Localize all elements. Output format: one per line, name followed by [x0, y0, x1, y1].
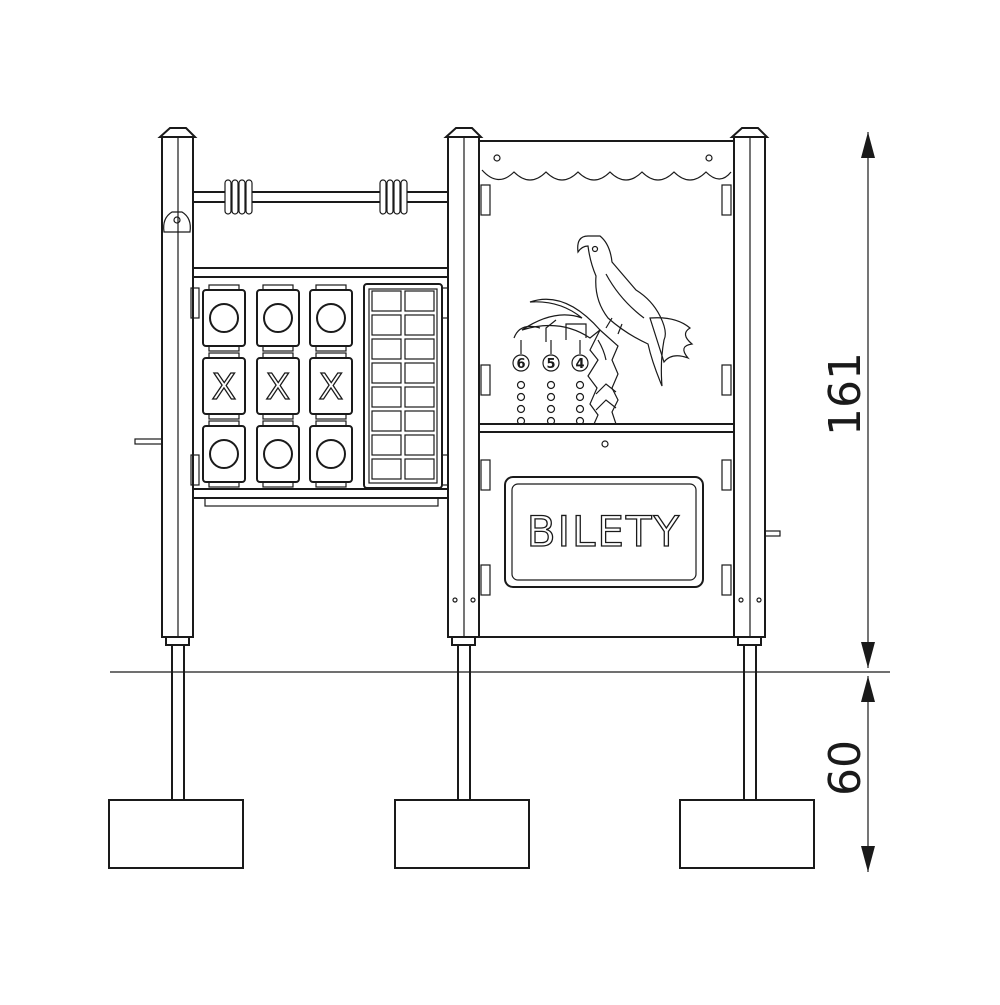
abacus-column: 5: [542, 340, 560, 426]
palm-tree-illustration: [521, 298, 619, 425]
tile-body: [202, 289, 246, 347]
tile-body: [309, 289, 353, 347]
abacus-label-circle: [542, 354, 560, 372]
tile-circle-mark: [316, 439, 346, 469]
tic-tac-toe-tile[interactable]: [256, 284, 300, 352]
abacus-column: 4: [571, 340, 589, 426]
left-post: [108, 127, 244, 869]
score-cell: [404, 314, 435, 336]
abacus-bead[interactable]: [546, 416, 556, 426]
abacus-bead[interactable]: [575, 380, 585, 390]
tile-circle-mark: [263, 439, 293, 469]
dimension-161-label: 161: [820, 352, 871, 436]
tic-tac-toe-tile[interactable]: [202, 420, 246, 488]
abacus-bead[interactable]: [516, 380, 526, 390]
abacus-bead[interactable]: [546, 404, 556, 414]
tic-tac-toe-tile[interactable]: [202, 284, 246, 352]
tile-cross-mark: X: [212, 367, 237, 408]
tile-cross-mark: X: [319, 367, 344, 408]
tile-circle-mark: [209, 439, 239, 469]
tile-body: [256, 357, 300, 415]
tic-tac-toe-tile[interactable]: X: [309, 352, 353, 420]
score-cell: [404, 362, 435, 384]
score-cell: [404, 386, 435, 408]
dimension-60-label: 60: [820, 740, 871, 796]
score-cell: [371, 434, 402, 456]
score-cell: [404, 410, 435, 432]
spinner-right: [379, 179, 408, 215]
score-cell: [371, 314, 402, 336]
tile-body: [256, 289, 300, 347]
tile-circle-mark: [316, 303, 346, 333]
abacus-bead[interactable]: [546, 380, 556, 390]
tile-body: [202, 357, 246, 415]
tic-tac-toe-tile[interactable]: [309, 420, 353, 488]
abacus-bead[interactable]: [546, 392, 556, 402]
score-cell: [371, 386, 402, 408]
score-cell: [404, 458, 435, 480]
abacus-bead[interactable]: [516, 404, 526, 414]
parrot-illustration: [577, 235, 694, 387]
spinner-left: [224, 179, 253, 215]
tile-body: [202, 425, 246, 483]
abacus-bead[interactable]: [516, 392, 526, 402]
scalloped-awning: [481, 169, 732, 181]
tile-body: [309, 425, 353, 483]
score-grid: [363, 283, 443, 489]
right-post: [679, 127, 815, 869]
score-cell: [404, 338, 435, 360]
tic-tac-toe-tile[interactable]: [256, 420, 300, 488]
tile-body: [309, 357, 353, 415]
abacus-label-circle: [512, 354, 530, 372]
ticket-sign: BILETY: [504, 476, 704, 588]
left-panel-frame: [190, 267, 449, 507]
score-cell: [371, 410, 402, 432]
middle-post: [394, 127, 530, 869]
abacus-bead[interactable]: [575, 404, 585, 414]
abacus-counter: 6 5 4: [512, 319, 607, 426]
tic-tac-toe-tile[interactable]: X: [202, 352, 246, 420]
top-spinner-bar: [192, 179, 449, 215]
sign-text: BILETY: [527, 507, 681, 556]
score-grid-cells: [371, 290, 435, 480]
abacus-label: 6: [516, 357, 525, 372]
score-cell: [371, 338, 402, 360]
score-cell: [371, 458, 402, 480]
tic-tac-toe-tile[interactable]: X: [256, 352, 300, 420]
tile-circle-mark: [209, 303, 239, 333]
abacus-bead[interactable]: [516, 416, 526, 426]
abacus-bead[interactable]: [575, 392, 585, 402]
score-cell: [404, 434, 435, 456]
abacus-column: 6: [512, 340, 530, 426]
abacus-bead[interactable]: [575, 416, 585, 426]
tile-cross-mark: X: [266, 367, 291, 408]
score-cell: [371, 290, 402, 312]
counter-shelf: [478, 423, 735, 433]
tile-body: [256, 425, 300, 483]
dimension-60: 60: [820, 676, 875, 872]
abacus-label: 4: [575, 357, 584, 372]
score-cell: [371, 362, 402, 384]
abacus-label: 5: [546, 357, 555, 372]
tic-tac-toe-tile[interactable]: [309, 284, 353, 352]
score-cell: [404, 290, 435, 312]
tile-circle-mark: [263, 303, 293, 333]
abacus-label-circle: [571, 354, 589, 372]
dimension-161: 161: [820, 132, 875, 668]
